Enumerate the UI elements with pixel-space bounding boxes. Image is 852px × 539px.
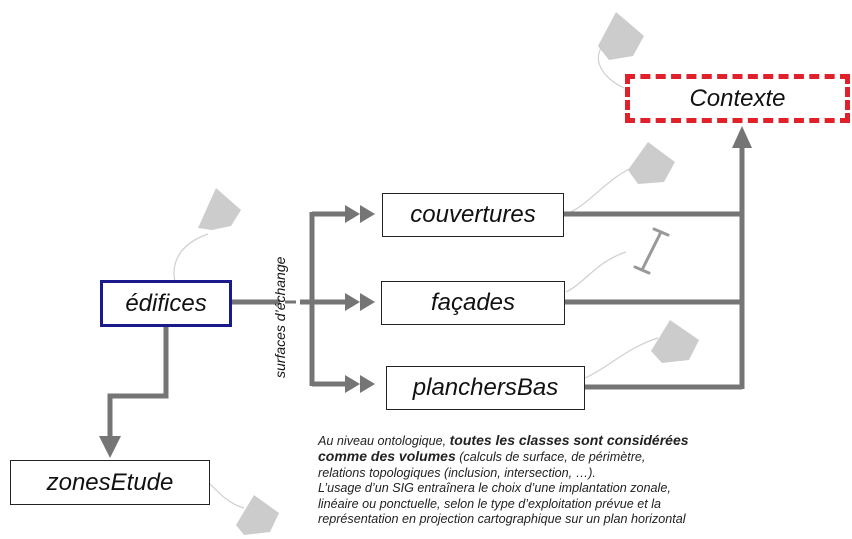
leader-edifices xyxy=(173,233,209,283)
polygon-icon xyxy=(628,142,675,184)
polygon-icon xyxy=(598,12,644,60)
double-arrow-couvertures xyxy=(345,205,360,223)
note-l1-b: toutes les classes sont considérées xyxy=(449,432,689,448)
note-line-6: représentation en projection cartographi… xyxy=(318,512,686,527)
polygon-icon xyxy=(651,320,699,363)
note-line-1: Au niveau ontologique, toutes les classe… xyxy=(318,432,798,449)
arrow-to-contexte xyxy=(732,126,752,148)
edifices-to-zones-line xyxy=(107,326,169,440)
planchers-label: planchersBas xyxy=(412,374,559,401)
facades-node: façades xyxy=(381,281,565,325)
note-l2-a: comme des volumes xyxy=(318,448,456,465)
polygon-icon xyxy=(198,188,241,230)
note-l2-b: (calculs de surface, de périmètre, xyxy=(455,450,646,465)
couvertures-node: couvertures xyxy=(382,193,564,237)
arrowheads xyxy=(99,126,752,458)
note-line-4: L’usage d’un SIG entraînera le choix d’u… xyxy=(318,481,671,496)
zones-label: zonesEtude xyxy=(46,468,174,496)
arrow-to-zones xyxy=(99,436,121,458)
zones-node: zonesEtude xyxy=(10,460,210,505)
edge-label-surfaces: surfaces d’échange xyxy=(272,256,288,378)
edifices-label: édifices xyxy=(125,289,207,317)
note-line-5: linéaire ou ponctuelle, selon le type d’… xyxy=(318,496,662,511)
double-arrow-facades xyxy=(345,293,360,311)
leader-zones xyxy=(209,483,245,509)
couvertures-label: couvertures xyxy=(410,201,536,228)
note-line-2: comme des volumes (calculs de surface, d… xyxy=(318,449,798,465)
leader-couvertures xyxy=(565,165,637,215)
icon-leaders xyxy=(173,37,659,509)
connectors xyxy=(107,146,745,440)
contexte-label: Contexte xyxy=(689,84,786,112)
polygon-icon xyxy=(236,495,279,535)
line-icon xyxy=(633,227,670,275)
contexte-node: Contexte xyxy=(625,74,850,123)
double-arrow-planchers xyxy=(345,375,360,393)
planchers-node: planchersBas xyxy=(386,366,585,410)
annotation-note: Au niveau ontologique, toutes les classe… xyxy=(318,432,798,527)
note-line-3: relations topologiques (inclusion, inter… xyxy=(318,465,596,480)
facades-label: façades xyxy=(430,289,516,316)
note-l1-a: Au niveau ontologique, xyxy=(318,434,450,448)
leader-planchers xyxy=(584,337,659,379)
edifices-node: édifices xyxy=(100,280,232,327)
leader-facades xyxy=(565,251,627,293)
